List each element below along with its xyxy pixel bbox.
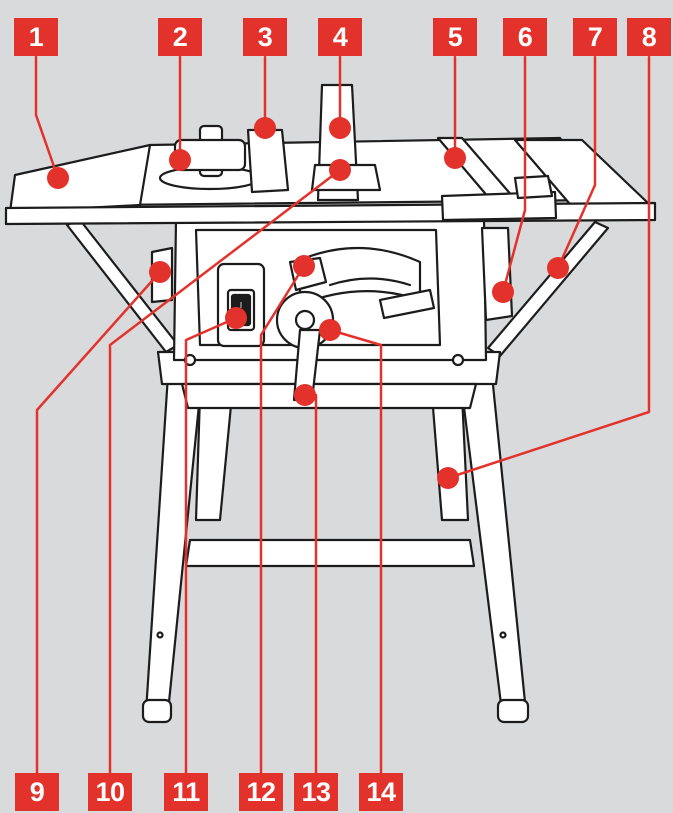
- callout-dot-3: [254, 117, 276, 139]
- callout-dot-9: [149, 261, 171, 283]
- leader-line-1: [34, 55, 60, 180]
- stand-bolt-right: [451, 353, 465, 367]
- callout-dot-6: [492, 281, 514, 303]
- callout-label-1: 1: [14, 18, 58, 56]
- callout-dot-1: [47, 167, 69, 189]
- callout-label-4: 4: [318, 18, 362, 56]
- leader-line-9: [35, 270, 162, 775]
- callout-dot-4a: [329, 117, 351, 139]
- callout-label-7: 7: [573, 18, 617, 56]
- callout-dot-4b: [329, 159, 351, 181]
- callout-label-10: 10: [88, 773, 132, 811]
- bevel-tooth-rack: [378, 288, 436, 320]
- switch-on-symbol: I: [240, 301, 242, 310]
- callout-dot-2: [169, 149, 191, 171]
- leader-line-8: [446, 55, 651, 480]
- left-extension-wing: [8, 143, 152, 214]
- leader-line-12: [259, 264, 306, 775]
- riving-knife-bracket: [246, 128, 290, 194]
- leader-line-7: [556, 55, 597, 270]
- callout-label-2: 2: [158, 18, 202, 56]
- callout-label-14: 14: [359, 773, 403, 811]
- callout-label-8: 8: [627, 18, 671, 56]
- handwheel-hub: [294, 309, 316, 331]
- bevel-angle-arc: [328, 277, 412, 287]
- leg-crossbar: [184, 538, 476, 568]
- leader-line-6: [501, 55, 527, 294]
- leader-line-14: [328, 328, 383, 775]
- leg-hole-right: [499, 631, 507, 639]
- rear-leg-left: [194, 393, 234, 522]
- callout-label-6: 6: [503, 18, 547, 56]
- foot-left: [141, 698, 173, 724]
- callout-label-11: 11: [164, 773, 208, 811]
- callout-label-13: 13: [294, 773, 338, 811]
- callout-dot-11: [225, 307, 247, 329]
- callout-dot-14: [319, 319, 341, 341]
- leader-dots: [47, 117, 569, 489]
- leader-line-13: [303, 393, 318, 775]
- callout-label-5: 5: [433, 18, 477, 56]
- leader-line-11: [184, 316, 238, 775]
- callout-dot-8: [437, 467, 459, 489]
- callout-label-12: 12: [239, 773, 283, 811]
- stand-lower-rail: [180, 382, 478, 410]
- callout-label-3: 3: [243, 18, 287, 56]
- callout-dot-12: [293, 255, 315, 277]
- callout-dot-5: [444, 147, 466, 169]
- callout-label-9: 9: [15, 773, 59, 811]
- fence-handle[interactable]: [513, 174, 554, 200]
- foot-right: [496, 698, 530, 724]
- callout-dot-13: [294, 384, 316, 406]
- rear-leg-right: [430, 393, 470, 522]
- leader-line-10: [108, 168, 342, 775]
- rear-legs: [194, 393, 470, 522]
- callout-dot-7: [547, 257, 569, 279]
- table-front-edge: [4, 201, 657, 226]
- leg-hole-left: [156, 631, 164, 639]
